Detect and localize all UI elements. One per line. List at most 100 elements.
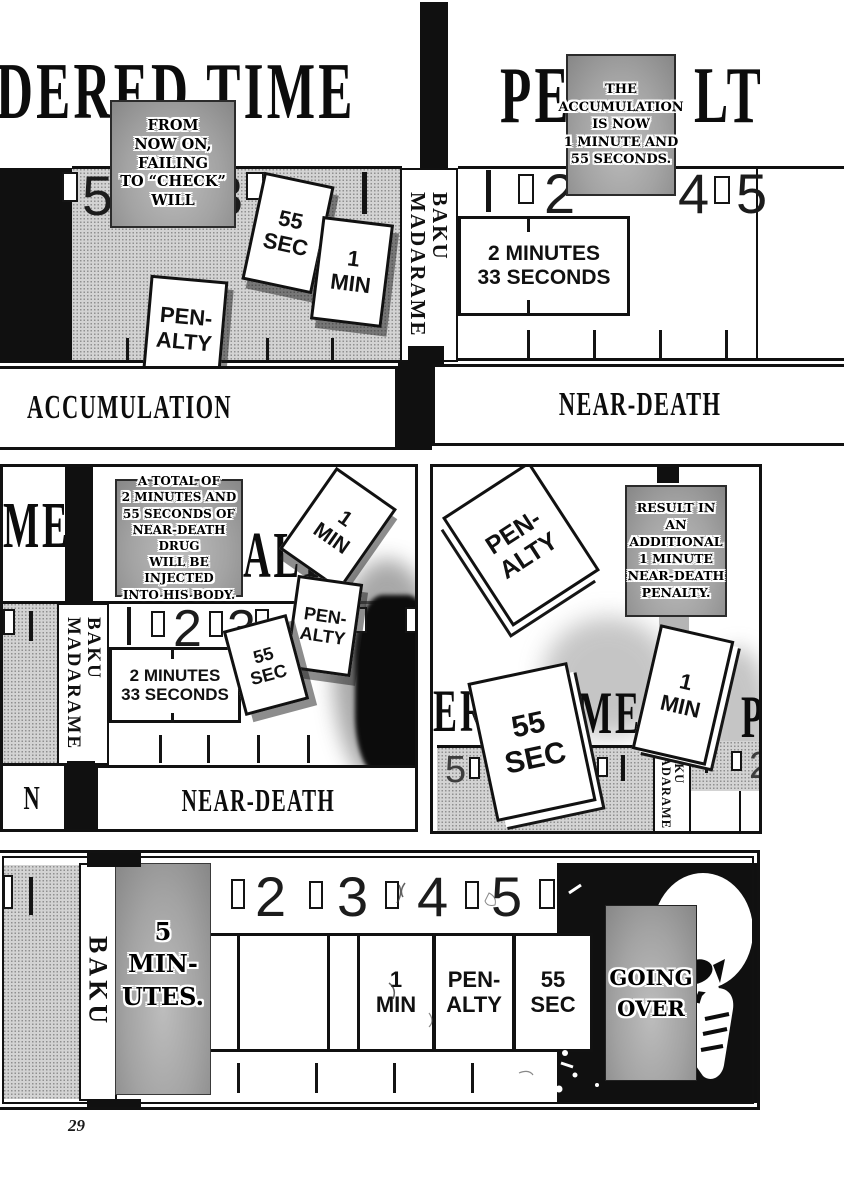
caption-stub <box>657 467 679 483</box>
ruler-number: 5 <box>82 164 114 227</box>
ruler-tick <box>257 735 260 763</box>
ruler-tick-box <box>309 881 323 909</box>
ruler-tick-box <box>465 881 479 909</box>
ruler-tick <box>315 1063 318 1093</box>
accumulated-time-box: 2 MINUTES 33 SECONDS <box>109 647 241 723</box>
ruler-tick-box <box>597 757 608 777</box>
column-stub-bottom <box>87 1099 141 1107</box>
card-1-min: 1 MIN <box>309 216 395 328</box>
caption-going-over: GOING OVER <box>605 905 697 1081</box>
column-stub-top <box>87 853 141 867</box>
ruler-tick-box <box>385 881 399 909</box>
name-column: BAKU <box>79 863 117 1101</box>
cell-1-min: 1 MIN <box>357 933 435 1052</box>
accumulation-label: ACCUMULATION <box>27 389 232 426</box>
panel-middle-right: ERE ME PE 5 2 MADARAME BAKU 2 RESULT IN … <box>430 464 762 834</box>
ruler-number: 2 <box>749 747 759 785</box>
ruler-tick <box>207 735 210 763</box>
ruler-number: 4 <box>678 162 710 225</box>
ruler-tick-box <box>231 879 245 909</box>
board-line <box>458 358 844 361</box>
ruler-number: 2 <box>173 600 202 658</box>
board-cells <box>691 791 759 831</box>
box-tick <box>527 218 530 232</box>
ruler-tick-bar <box>362 172 367 214</box>
caption-result-penalty: RESULT IN AN ADDITIONAL 1 MINUTE NEAR-DE… <box>625 485 727 617</box>
divider-stub <box>408 346 444 366</box>
box-tick <box>171 713 174 723</box>
cell-line <box>327 933 330 1051</box>
ruler-tick-box <box>469 757 480 779</box>
ruler-tick <box>659 330 662 359</box>
ruler-tick-bar <box>29 611 33 641</box>
headline-penalty-fragment: PE <box>741 687 759 747</box>
ruler-tick <box>126 338 129 361</box>
caption-from-now-on: FROM NOW ON, FAILING TO “CHECK” WILL <box>110 100 236 228</box>
ruler-tick <box>307 735 310 763</box>
label-divider <box>67 761 95 829</box>
ruler-tick <box>527 330 530 359</box>
ruler-tick <box>159 735 162 763</box>
ruler-tick-bar <box>621 755 625 781</box>
panel-middle-left: ME ALT MADARAME BAKU 2 3 2 MINUTES 33 SE… <box>0 464 418 832</box>
ruler-number: 5 <box>445 749 467 791</box>
ruler-tick <box>471 1063 474 1093</box>
card-penalty: PEN- ALTY <box>441 467 601 627</box>
name-label: MADARAME BAKU <box>63 617 104 751</box>
caption-text: THE ACCUMULATION IS NOW 1 MINUTE AND 55 … <box>558 82 684 168</box>
black-bar <box>420 2 448 168</box>
board-gray-right <box>691 741 759 791</box>
ruler-tick-bar <box>486 170 491 212</box>
ruler-tick <box>237 1063 240 1093</box>
ruler-tick-box <box>151 611 165 637</box>
board-line <box>3 601 415 604</box>
box-tick <box>171 649 174 659</box>
cell-line <box>237 933 240 1051</box>
cell-penalty: PEN- ALTY <box>433 933 515 1052</box>
ruler-tick-box <box>3 609 15 635</box>
board-gray-strip <box>3 865 79 1099</box>
ruler-tick-box <box>518 174 534 204</box>
headline-time-fragment: ME <box>3 489 71 562</box>
ruler-tick <box>725 330 728 359</box>
name-label-baku: BAKU <box>83 936 113 1028</box>
ruler-number: 2 <box>255 865 287 928</box>
near-death-bar: NEAR-DEATH <box>95 765 415 829</box>
near-death-label: NEAR-DEATH <box>181 781 335 818</box>
ruler-tick <box>393 1063 396 1093</box>
accumulated-time-box: 2 MINUTES 33 SECONDS <box>458 216 630 316</box>
ruler-tick-box <box>714 176 730 204</box>
ruler-number: 3 <box>337 865 369 928</box>
ruler-tick-box <box>731 751 742 771</box>
headline-rendered-time: DERED TIME <box>0 48 356 136</box>
caption-total-injection: A TOTAL OF 2 MINUTES AND 55 SECONDS OF N… <box>115 474 243 602</box>
black-bar <box>65 467 93 605</box>
black-block-left <box>0 168 72 363</box>
name-column: MADARAME BAKU <box>400 168 458 362</box>
cell-line <box>739 791 741 831</box>
headline-penalty-right-fragment: LT <box>694 52 764 140</box>
headline-time-fragment: ME <box>578 680 642 746</box>
page-number: 29 <box>68 1116 85 1135</box>
ruler-tick-box <box>62 172 78 202</box>
caption-text: RESULT IN AN ADDITIONAL 1 MINUTE NEAR-DE… <box>627 500 725 600</box>
accumulation-bar-cut: N <box>3 763 67 829</box>
scratch-marks <box>388 882 599 1093</box>
caption-text: FROM NOW ON, FAILING TO “CHECK” WILL <box>120 116 226 210</box>
headline-penalty-left-fragment: PE <box>500 52 572 140</box>
ruler-number: 5 <box>491 865 523 928</box>
panel-top: DERED TIME PE LT 5 3 2 4 5 2 MINUTES 33 … <box>0 0 844 456</box>
ruler-tick-bar <box>29 877 33 915</box>
panel-bottom: BAKU 5 MIN- UTES. 2 3 4 5 <box>0 850 760 1110</box>
ruler-tick <box>331 338 334 361</box>
caption-5-minutes: 5 MIN- UTES. <box>115 863 211 1095</box>
board-line <box>72 166 402 169</box>
ruler-tick-box <box>209 611 223 637</box>
label-divider <box>398 362 432 450</box>
cell-55-sec: 55 SEC <box>513 933 593 1052</box>
box-tick <box>527 300 530 314</box>
ruler-tick-bar <box>127 607 131 645</box>
accumulation-label-cut: N <box>23 780 41 817</box>
caption-text: GOING OVER <box>609 964 693 1022</box>
